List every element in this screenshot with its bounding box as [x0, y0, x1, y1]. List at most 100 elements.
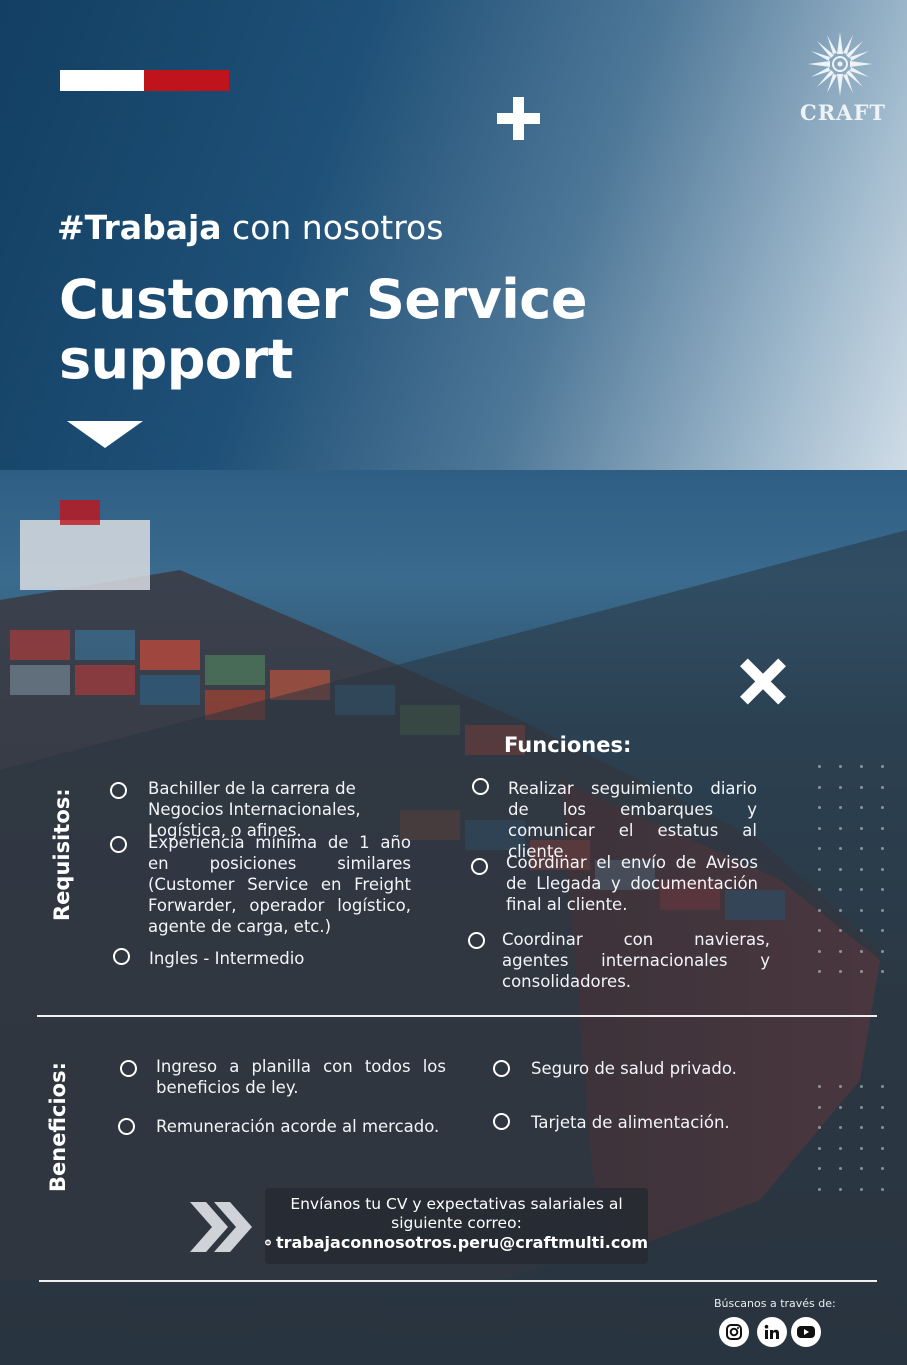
linkedin-icon[interactable]: [757, 1317, 787, 1347]
dot: [818, 765, 821, 768]
cta-line2: siguiente correo:: [391, 1214, 522, 1232]
dot: [881, 1105, 884, 1109]
dot: [860, 908, 863, 912]
flag-red-stripe: [144, 70, 229, 91]
requisitos-title: Requisitos:: [50, 788, 74, 921]
dot: [860, 970, 863, 973]
dot: [881, 908, 884, 912]
requisito-item: Experiencia mínima de 1 año en posicione…: [148, 833, 411, 936]
cta-email-row: trabajaconnosotros.peru@craftmulti.com: [265, 1233, 648, 1252]
bullet-circle-icon: [118, 1118, 135, 1135]
dot: [818, 970, 821, 973]
dot: [881, 1126, 884, 1129]
dot: [818, 867, 821, 871]
dot: [881, 1167, 884, 1170]
requisito-item: Ingles - Intermedio: [149, 949, 305, 968]
dot: [818, 785, 821, 789]
dot: [839, 929, 842, 932]
tagline-hashtag: #Trabaja: [57, 208, 222, 247]
dot: [860, 867, 863, 871]
dot: [818, 847, 821, 850]
dot: [860, 826, 863, 830]
funcion-item: Realizar seguimiento diario de los embar…: [508, 779, 757, 861]
plus-icon: [497, 97, 540, 140]
beneficio-item: Remuneración acorde al mercado.: [156, 1117, 440, 1136]
dot: [839, 949, 842, 953]
dot: [860, 806, 863, 809]
funciones-title: Funciones:: [504, 733, 632, 757]
cta-box: Envíanos tu CV y expectativas salariales…: [265, 1188, 648, 1264]
dot: [839, 1126, 842, 1129]
dot: [860, 1146, 863, 1150]
beneficio-item: Tarjeta de alimentación.: [531, 1113, 730, 1132]
dot: [818, 888, 821, 891]
dot: [839, 785, 842, 789]
dot: [839, 1146, 842, 1150]
dot: [839, 826, 842, 830]
dot: [839, 888, 842, 891]
bullet-circle-icon: [472, 778, 489, 795]
beneficio-item: Seguro de salud privado.: [531, 1059, 737, 1078]
tagline: #Trabaja con nosotros: [57, 208, 443, 247]
dot: [881, 970, 884, 973]
dot: [860, 888, 863, 891]
bullet-circle-icon: [110, 782, 127, 799]
bullet-circle-icon: [468, 932, 485, 949]
dot: [881, 1187, 884, 1191]
bullet-circle-icon: [493, 1113, 510, 1130]
cta-email[interactable]: trabajaconnosotros.peru@craftmulti.com: [275, 1233, 648, 1252]
job-title-line2: support: [59, 328, 293, 391]
dot: [839, 806, 842, 809]
dot: [839, 908, 842, 912]
dot: [818, 949, 821, 953]
dot: [881, 1085, 884, 1088]
dot: [818, 1146, 821, 1150]
dot: [839, 867, 842, 871]
dot: [881, 826, 884, 830]
bullet-circle-icon: [110, 836, 127, 853]
job-title-line1: Customer Service: [59, 268, 587, 331]
dot: [860, 1085, 863, 1088]
bullet-circle-icon: [493, 1060, 510, 1077]
dot-grid-decoration: [818, 1085, 888, 1200]
beneficio-item: Ingreso a planilla con todos los benefic…: [156, 1057, 446, 1097]
divider: [37, 1015, 877, 1017]
dot: [860, 949, 863, 953]
dot: [860, 1167, 863, 1170]
dot: [839, 765, 842, 768]
dot: [839, 1167, 842, 1170]
dot: [818, 1167, 821, 1170]
funcion-item: Coordinar el envío de Avisos de Llegada …: [506, 853, 758, 914]
dot: [839, 847, 842, 850]
dot: [881, 1146, 884, 1150]
instagram-icon[interactable]: [719, 1317, 749, 1347]
dot: [860, 929, 863, 932]
dot: [818, 908, 821, 912]
compass-rose-icon: [808, 32, 872, 96]
craft-logo: CRAFT: [800, 32, 885, 127]
dot: [881, 785, 884, 789]
diagonal-overlay: [0, 530, 907, 1365]
dot: [860, 765, 863, 768]
social-label: Búscanos a través de:: [714, 1297, 836, 1310]
youtube-icon[interactable]: [791, 1317, 821, 1347]
bullet-circle-icon: [113, 948, 130, 965]
bullet-circle-icon: [471, 858, 488, 875]
dot: [818, 1126, 821, 1129]
mail-icon: [265, 1239, 271, 1246]
dot: [818, 929, 821, 932]
dot: [881, 847, 884, 850]
dot: [881, 888, 884, 891]
dot: [818, 806, 821, 809]
dot: [860, 1105, 863, 1109]
tagline-rest: con nosotros: [221, 208, 444, 247]
dot: [818, 1085, 821, 1088]
dot: [860, 785, 863, 789]
requisito-item: Bachiller de la carrera de Negocios Inte…: [148, 779, 361, 840]
dot: [860, 1187, 863, 1191]
dot: [881, 806, 884, 809]
dot: [881, 929, 884, 932]
cta-line1: Envíanos tu CV y expectativas salariales…: [290, 1195, 623, 1213]
dot: [881, 949, 884, 953]
